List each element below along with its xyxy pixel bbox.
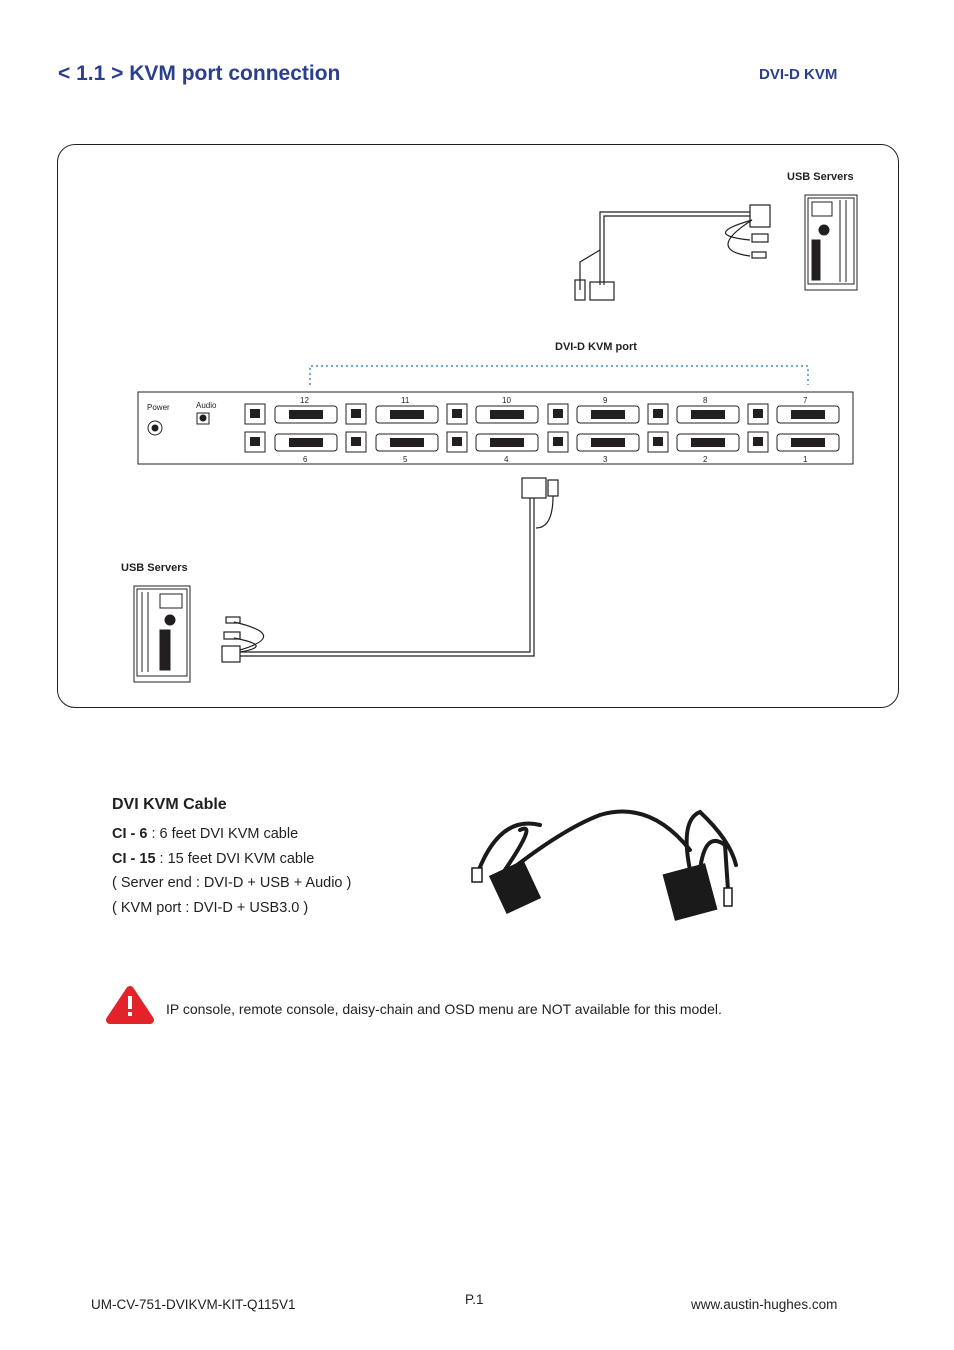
usb-server-bottom-icon (133, 585, 191, 683)
warning-text: IP console, remote console, daisy-chain … (166, 1001, 722, 1017)
model-label: DVI-D KVM (759, 66, 838, 83)
dvi-kvm-cable-image (471, 809, 738, 921)
usb-servers-top-label: USB Servers (787, 171, 854, 183)
port-label-4: 4 (504, 455, 509, 464)
port-label-10: 10 (502, 396, 511, 405)
power-label: Power (147, 403, 170, 412)
cable-line-1: CI - 6 : 6 feet DVI KVM cable (112, 826, 298, 842)
cable-code-2: CI - 15 (112, 851, 156, 867)
cable-line-2: CI - 15 : 15 feet DVI KVM cable (112, 851, 314, 867)
server-cable-bottom (221, 477, 559, 663)
port-bracket (309, 365, 809, 385)
port-label-6: 6 (303, 455, 308, 464)
connection-diagram-frame (57, 144, 899, 708)
audio-label: Audio (196, 401, 217, 410)
cable-title: DVI KVM Cable (112, 796, 227, 813)
cable-line-4: ( KVM port : DVI-D + USB3.0 ) (112, 900, 309, 916)
port-label-9: 9 (603, 396, 608, 405)
page-title: < 1.1 > KVM port connection (58, 62, 341, 85)
usb-server-top-icon (804, 194, 858, 291)
cable-desc-1: : 6 feet DVI KVM cable (147, 826, 299, 842)
website-link[interactable]: www.austin-hughes.com (691, 1297, 838, 1312)
port-label-8: 8 (703, 396, 708, 405)
port-label-5: 5 (403, 455, 408, 464)
page-number: P.1 (465, 1292, 484, 1307)
cable-desc-2: : 15 feet DVI KVM cable (155, 851, 315, 867)
kvm-port-group (244, 403, 840, 453)
port-label-12: 12 (300, 396, 309, 405)
port-label-2: 2 (703, 455, 708, 464)
port-label-1: 1 (803, 455, 808, 464)
port-label-3: 3 (603, 455, 608, 464)
kvm-chassis (137, 391, 854, 465)
server-cable-top (574, 204, 771, 301)
usb-servers-bottom-label: USB Servers (121, 562, 188, 574)
kvm-port-label: DVI-D KVM port (555, 341, 637, 353)
cable-code-1: CI - 6 (112, 826, 148, 842)
port-label-7: 7 (803, 396, 808, 405)
cable-line-3: ( Server end : DVI-D + USB + Audio ) (112, 875, 352, 891)
warning-icon (106, 986, 154, 1024)
doc-code: UM-CV-751-DVIKVM-KIT-Q115V1 (91, 1297, 296, 1312)
port-label-11: 11 (401, 396, 410, 405)
